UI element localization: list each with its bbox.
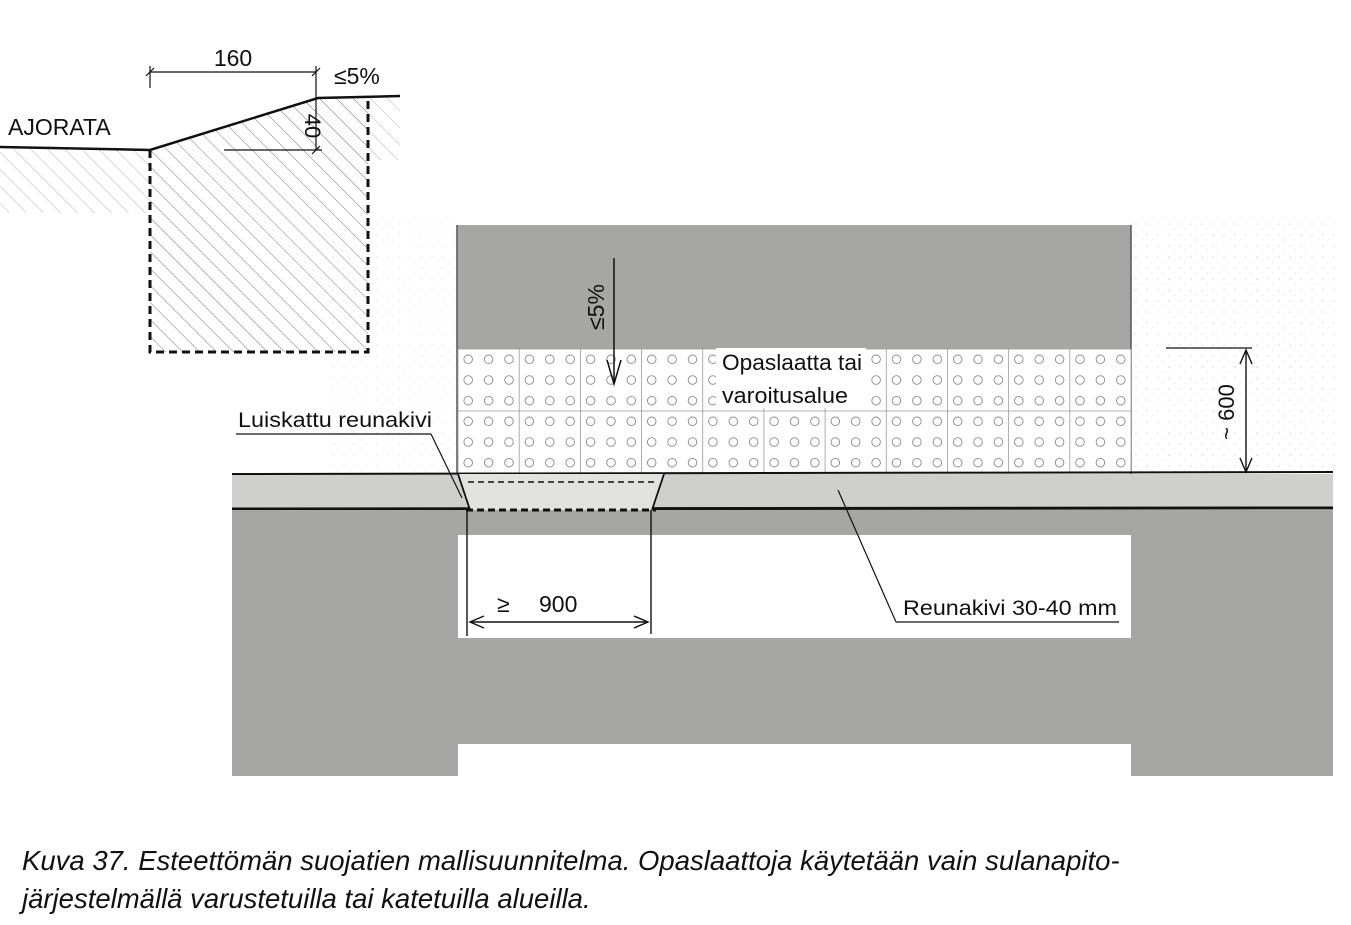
road-asphalt-left [232,510,458,776]
depth-dim-arrow-bottom [1239,457,1253,474]
dim-40-label: 40 [300,114,325,138]
ramped-curb-edge-left [457,473,471,511]
ground-texture-left [330,215,455,473]
ramped-curb-edge-right [651,473,665,511]
crossing-stripe-1 [458,535,1131,638]
upper-asphalt [457,225,1131,349]
curb-cross-section: 160 ≤5% 40 AJORATA [0,45,401,354]
dim-40-tick-bottom [311,145,321,155]
depth-dim-arrow-top [1239,348,1253,365]
depth-dim-label: ~ 600 [1214,384,1239,440]
surface-line [0,94,401,152]
curb-strip [232,474,1333,508]
curb-body-hatch [150,98,368,352]
ramp-curb-label: Luiskattu reunakivi [238,409,432,432]
ramp-curb-leader [430,433,463,499]
curb-top-line [231,471,1334,475]
width-dim-value: 900 [539,591,577,617]
curb-bottom-line [231,506,1334,511]
curb-leader [837,489,897,623]
curb-label: Reunakivi 30-40 mm [903,597,1117,620]
width-dim-arrow-left [468,615,485,629]
dim-160-label: 160 [214,45,252,71]
ramped-curb [458,474,664,510]
tactile-label-bg [716,348,866,408]
figure-caption-line1: Kuva 37. Esteettömän suojatien mallisuun… [22,845,1120,876]
slope-arrow-head [606,359,622,387]
width-dim-arrow-right [633,615,650,629]
road-label: AJORATA [8,114,111,140]
road-asphalt-middle-top [458,510,1131,535]
road-asphalt-right [1131,510,1333,776]
road-asphalt-middle-bottom [458,638,1131,744]
section-slope-label: ≤5% [334,63,380,89]
figure-caption-line2: järjestelmällä varustetuilla tai katetui… [22,883,591,914]
sidewalk-hatch [368,97,400,160]
dim-160-tick-left [145,67,155,77]
crossing-stripe-2 [458,744,1131,776]
plan-slope-label: ≤5% [583,284,609,330]
road-hatch [0,149,150,213]
ground-texture [1135,215,1335,473]
crossing-plan-view: Opaslaatta tai varoitusalue ≥ 900 ≤5% [231,215,1335,776]
tactile-area-label-line1: Opaslaatta tai [722,350,862,375]
tactile-area-label-line2: varoitusalue [722,383,848,408]
dim-160-tick-right [311,67,321,77]
width-dim-symbol: ≥ [497,591,510,617]
figure-caption: Kuva 37. Esteettömän suojatien mallisuun… [22,842,1342,918]
